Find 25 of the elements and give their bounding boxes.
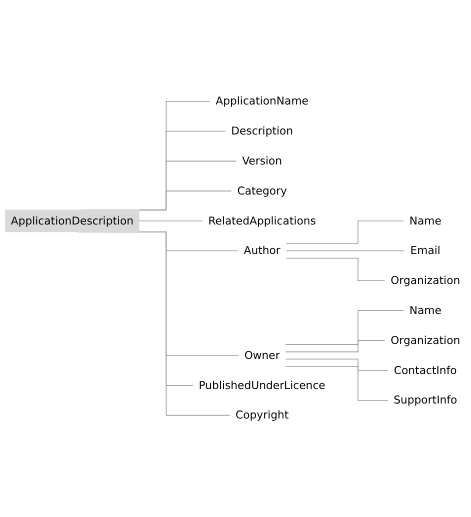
node-text: Copyright (236, 408, 289, 422)
node-text: SupportInfo (394, 394, 458, 407)
connector (284, 358, 389, 371)
node-text: Owner (244, 348, 280, 362)
node-text: Category (237, 184, 287, 198)
node-text: RelatedApplications (208, 214, 316, 228)
node-text: Version (242, 154, 282, 168)
node-text: Description (231, 124, 294, 138)
node-text: Organization (390, 274, 460, 288)
connector (138, 220, 204, 222)
node-text: Organization (390, 334, 460, 347)
connector (285, 250, 406, 252)
node-box: ApplicationDescription (5, 210, 140, 232)
node-text: Name (409, 304, 442, 317)
node-text: Email (410, 244, 440, 258)
connector (285, 220, 404, 244)
node-text: PublishedUnderLicence (198, 378, 326, 392)
node-text: Name (409, 214, 442, 228)
connector (284, 310, 404, 346)
connector (284, 366, 388, 401)
connector (284, 340, 386, 352)
connector (285, 258, 386, 282)
node-text: ApplicationName (216, 94, 308, 108)
node-text: Author (244, 244, 280, 258)
node-text: ContactInfo (394, 364, 457, 377)
